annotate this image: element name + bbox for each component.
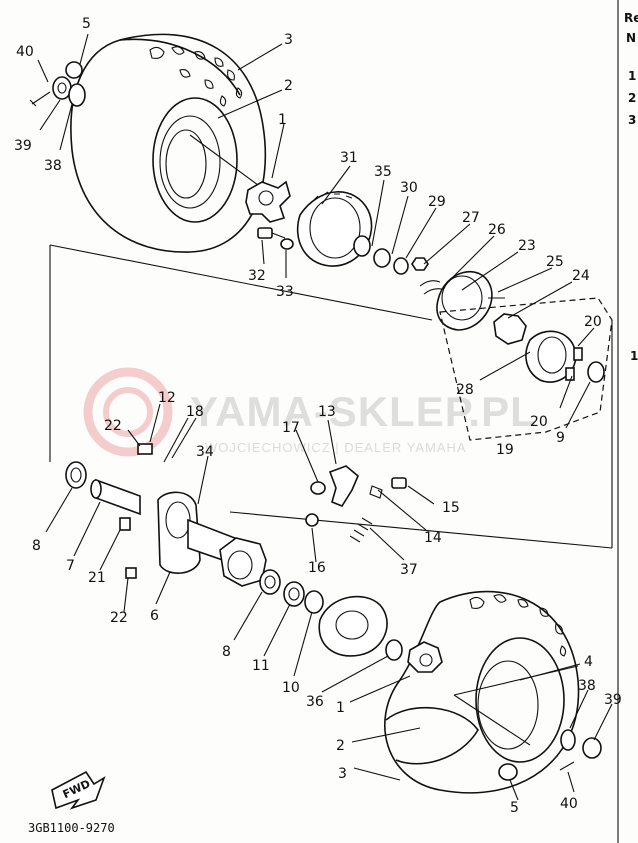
leader-lines: [37, 33, 613, 801]
callout: 16: [308, 560, 326, 576]
top-axle-nut-and-washer: [29, 61, 86, 107]
callout: 7: [66, 558, 75, 574]
callout: 29: [428, 194, 446, 210]
callout: 28: [456, 382, 474, 398]
callout: 26: [488, 222, 506, 238]
callout: 1: [278, 112, 287, 128]
bolt-32-33: [257, 227, 294, 250]
callout: 11: [252, 658, 270, 674]
callout: 14: [424, 530, 442, 546]
callout: 8: [32, 538, 41, 554]
callout: 6: [150, 608, 159, 624]
callout: 19: [496, 442, 514, 458]
side-ref: 1: [630, 349, 638, 363]
callout: 27: [462, 210, 480, 226]
callout: 5: [82, 16, 91, 32]
callout: 3: [338, 766, 347, 782]
side-ref: 2: [628, 91, 636, 105]
callout: 40: [16, 44, 34, 60]
callout: 20: [584, 314, 602, 330]
side-ref: Re: [624, 11, 638, 25]
callout: 40: [560, 796, 578, 812]
callout: 38: [578, 678, 596, 694]
callout: 17: [282, 420, 300, 436]
callout: 15: [442, 500, 460, 516]
assembly-guide-lines: [49, 244, 613, 549]
side-ref: N: [626, 31, 636, 45]
callout: 22: [104, 418, 122, 434]
side-ref: 1: [628, 69, 636, 83]
callout: 22: [110, 610, 128, 626]
callout: 33: [276, 284, 294, 300]
rear-hub-assembly: [493, 313, 605, 383]
callout: 9: [556, 430, 565, 446]
callout: 5: [510, 800, 519, 816]
callout: 36: [306, 694, 324, 710]
callouts-brake-row: 31 35 30 29 27 26 23 25 24 32 33 20 28 2…: [248, 150, 602, 458]
watermark-brand: YAMA-SKLEP.PL: [190, 388, 537, 435]
callout: 39: [604, 692, 622, 708]
callout: 39: [14, 138, 32, 154]
callout: 31: [340, 150, 358, 166]
axle-assembly: [65, 443, 407, 587]
bottom-tire: [384, 590, 580, 794]
callout: 1: [336, 700, 345, 716]
callout: 24: [572, 268, 590, 284]
watermark-dealer: WOJCIECHOWICZ | DEALER YAMAHA: [205, 440, 467, 455]
callout: 35: [374, 164, 392, 180]
callout: 8: [222, 644, 231, 660]
brake-drum: [296, 191, 373, 267]
callout: 37: [400, 562, 418, 578]
callout: 30: [400, 180, 418, 196]
callout: 38: [44, 158, 62, 174]
callout: 34: [196, 444, 214, 460]
final-drive-housing: [318, 595, 403, 661]
fwd-arrow-icon: FWD: [51, 770, 106, 810]
callout: 4: [584, 654, 593, 670]
bearings-and-seals: [259, 569, 324, 614]
callout: 25: [546, 254, 564, 270]
callouts-top-wheel: 40 5 3 2 1 39 38: [14, 16, 293, 174]
callouts-bottom-row: 8 11 10 36 4 1 38 39 2 3 40 5: [222, 644, 622, 816]
side-ref: 3: [628, 113, 636, 127]
brake-small-parts: [373, 248, 447, 295]
bottom-axle-nut-and-washer: [498, 729, 602, 781]
kit-19-bracket: [439, 297, 613, 441]
callout: 13: [318, 404, 336, 420]
side-ref-column: Re N 1 2 3 1: [624, 11, 638, 363]
callout: 23: [518, 238, 536, 254]
top-hub: [245, 180, 291, 223]
callout: 10: [282, 680, 300, 696]
callout: 12: [158, 390, 176, 406]
callout: 2: [284, 78, 293, 94]
callouts-axle-row: 12 18 22 13 17 34 15 8 7 21 14 16 37 6 2…: [32, 390, 460, 626]
callout: 3: [284, 32, 293, 48]
callout: 18: [186, 404, 204, 420]
diagram-code: 3GB1100-9270: [28, 821, 115, 835]
callout: 21: [88, 570, 106, 586]
callout: 2: [336, 738, 345, 754]
top-tire: [70, 33, 267, 253]
callout: 32: [248, 268, 266, 284]
callout: 20: [530, 414, 548, 430]
watermark: YAMA-SKLEP.PL WOJCIECHOWICZ | DEALER YAM…: [83, 367, 537, 457]
